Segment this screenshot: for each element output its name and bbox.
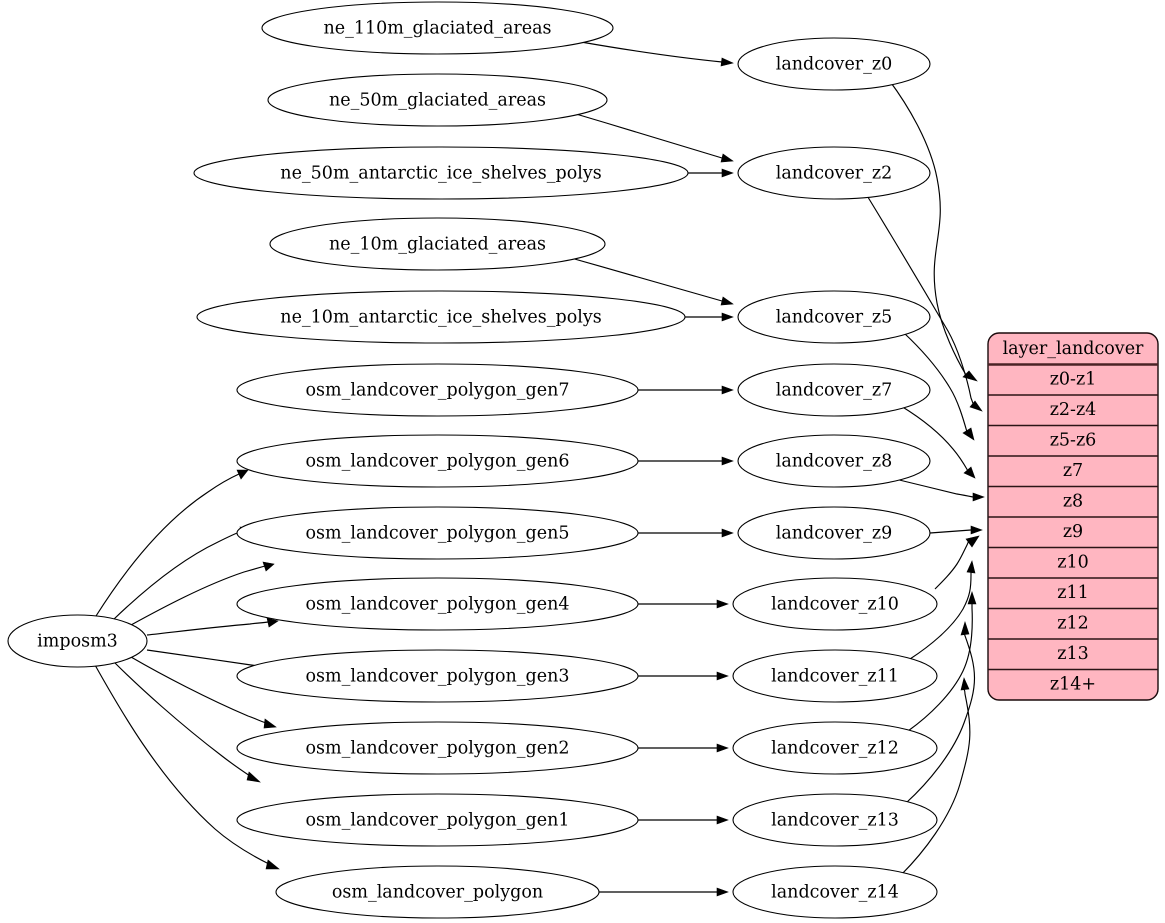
layer-landcover-table[interactable]: layer_landcover z0-z1 z2-z4 z5-z6 z7 z8 … — [987, 332, 1159, 701]
edge-imposm3-to-gen1 — [112, 660, 261, 783]
node-ne-50m-glaciated-areas[interactable]: ne_50m_glaciated_areas — [267, 73, 608, 127]
edge-z5-to-row-z5z6 — [903, 332, 975, 441]
edge-z8-to-row-z8 — [890, 477, 985, 502]
table-row-z13-label: z13 — [1057, 644, 1089, 664]
edge-z9-to-row-z9 — [929, 525, 983, 535]
node-osm-landcover-polygon-gen2[interactable]: osm_landcover_polygon_gen2 — [236, 721, 639, 775]
edge-osm-polygon-to-z14 — [597, 887, 729, 897]
edge-z2-to-row-z2z4 — [862, 188, 983, 412]
node-landcover-z9-label: landcover_z9 — [776, 524, 893, 544]
node-landcover-z10[interactable]: landcover_z10 — [732, 577, 938, 631]
edge-imposm3-to-gen5 — [130, 561, 275, 626]
node-osm-landcover-polygon-gen4[interactable]: osm_landcover_polygon_gen4 — [236, 577, 639, 631]
edge-ne10m-antarctic-to-z5 — [683, 312, 734, 322]
node-ne-10m-glaciated-areas[interactable]: ne_10m_glaciated_areas — [269, 217, 606, 271]
node-osm-landcover-polygon[interactable]: osm_landcover_polygon — [275, 865, 600, 919]
node-landcover-z11-label: landcover_z11 — [771, 667, 899, 687]
node-ne-50m-antarctic-ice-shelves-polys[interactable]: ne_50m_antarctic_ice_shelves_polys — [193, 146, 689, 200]
node-landcover-z8[interactable]: landcover_z8 — [737, 434, 931, 488]
table-row-z0z1-label: z0-z1 — [1050, 370, 1097, 390]
edge-imposm3-to-gen6 — [112, 526, 252, 621]
node-osm-landcover-polygon-gen7-label: osm_landcover_polygon_gen7 — [305, 381, 569, 401]
table-row-z7-label: z7 — [1063, 461, 1083, 481]
node-landcover-z2[interactable]: landcover_z2 — [737, 146, 931, 200]
edge-z7-to-row-z7 — [900, 405, 976, 479]
node-landcover-z12[interactable]: landcover_z12 — [732, 721, 938, 775]
edge-z12-to-row-z12 — [907, 591, 977, 732]
node-osm-landcover-polygon-gen3[interactable]: osm_landcover_polygon_gen3 — [236, 649, 639, 703]
node-osm-landcover-polygon-gen4-label: osm_landcover_polygon_gen4 — [305, 595, 569, 615]
node-landcover-z11[interactable]: landcover_z11 — [732, 649, 938, 703]
node-landcover-z13[interactable]: landcover_z13 — [732, 793, 938, 847]
node-ne-110m-glaciated-areas[interactable]: ne_110m_glaciated_areas — [261, 1, 614, 55]
node-osm-landcover-polygon-gen6-label: osm_landcover_polygon_gen6 — [305, 452, 569, 472]
node-osm-landcover-polygon-gen5[interactable]: osm_landcover_polygon_gen5 — [236, 506, 639, 560]
node-layer: imposm3 ne_110m_glaciated_areas ne_50m_g… — [7, 1, 938, 919]
node-landcover-z13-label: landcover_z13 — [771, 811, 899, 831]
node-landcover-z2-label: landcover_z2 — [776, 164, 893, 184]
node-ne-10m-glaciated-areas-label: ne_10m_glaciated_areas — [329, 235, 546, 255]
node-osm-landcover-polygon-label: osm_landcover_polygon — [332, 883, 543, 903]
node-imposm3[interactable]: imposm3 — [7, 614, 148, 668]
table-row-z8-label: z8 — [1063, 492, 1083, 512]
edge-imposm3-to-gen2 — [130, 656, 277, 729]
table-header-label: layer_landcover — [1003, 339, 1144, 359]
node-osm-landcover-polygon-gen3-label: osm_landcover_polygon_gen3 — [305, 667, 569, 687]
node-ne-10m-antarctic-ice-shelves-polys-label: ne_10m_antarctic_ice_shelves_polys — [280, 308, 601, 328]
node-landcover-z14-label: landcover_z14 — [771, 883, 899, 903]
node-landcover-z5-label: landcover_z5 — [776, 308, 893, 328]
node-osm-landcover-polygon-gen6[interactable]: osm_landcover_polygon_gen6 — [236, 434, 639, 488]
edge-gen2-to-z12 — [636, 743, 729, 753]
node-ne-10m-antarctic-ice-shelves-polys[interactable]: ne_10m_antarctic_ice_shelves_polys — [196, 290, 686, 344]
edge-z13-to-row-z13 — [905, 621, 976, 804]
node-ne-110m-glaciated-areas-label: ne_110m_glaciated_areas — [323, 19, 551, 39]
node-ne-50m-glaciated-areas-label: ne_50m_glaciated_areas — [329, 91, 546, 111]
table-row-z11-label: z11 — [1057, 583, 1089, 603]
edge-ne10m-glaciated-to-z5 — [570, 257, 734, 306]
edge-ne50m-glaciated-to-z2 — [575, 113, 734, 163]
node-osm-landcover-polygon-gen1[interactable]: osm_landcover_polygon_gen1 — [236, 793, 639, 847]
node-osm-landcover-polygon-gen5-label: osm_landcover_polygon_gen5 — [305, 524, 569, 544]
edge-gen3-to-z11 — [636, 671, 729, 681]
node-ne-50m-antarctic-ice-shelves-polys-label: ne_50m_antarctic_ice_shelves_polys — [280, 164, 601, 184]
table-row-z14plus-label: z14+ — [1050, 675, 1096, 695]
edge-z14-to-row-z14plus — [900, 677, 971, 876]
edge-imposm3-to-gen4 — [146, 617, 279, 636]
node-imposm3-label: imposm3 — [37, 632, 118, 652]
edge-gen7-to-z7 — [637, 385, 734, 395]
edge-z11-to-row-z11 — [909, 560, 976, 660]
node-landcover-z9[interactable]: landcover_z9 — [737, 506, 931, 560]
edge-gen4-to-z10 — [637, 599, 729, 609]
node-landcover-z14[interactable]: landcover_z14 — [732, 865, 938, 919]
node-landcover-z5[interactable]: landcover_z5 — [737, 290, 931, 344]
node-landcover-z10-label: landcover_z10 — [771, 595, 899, 615]
edge-gen6-to-z8 — [637, 456, 734, 466]
edge-gen5-to-z9 — [637, 528, 734, 538]
table-row-z10-label: z10 — [1057, 553, 1089, 573]
edge-ne110m-glaciated-to-z0 — [580, 41, 734, 67]
node-landcover-z0-label: landcover_z0 — [776, 55, 893, 75]
table-row-z12-label: z12 — [1057, 614, 1089, 634]
node-landcover-z12-label: landcover_z12 — [771, 739, 899, 759]
edge-z0-to-row-z0z1 — [888, 79, 978, 382]
edge-ne50m-antarctic-to-z2 — [688, 168, 734, 178]
node-landcover-z7-label: landcover_z7 — [776, 381, 893, 401]
node-osm-landcover-polygon-gen1-label: osm_landcover_polygon_gen1 — [305, 811, 569, 831]
edge-gen1-to-z13 — [637, 815, 729, 825]
table-row-z5z6-label: z5-z6 — [1050, 431, 1097, 451]
node-osm-landcover-polygon-gen7[interactable]: osm_landcover_polygon_gen7 — [236, 363, 639, 417]
node-landcover-z8-label: landcover_z8 — [776, 452, 893, 472]
edge-z10-to-row-z10 — [934, 535, 980, 590]
node-landcover-z0[interactable]: landcover_z0 — [737, 37, 931, 91]
table-row-z2z4-label: z2-z4 — [1050, 400, 1097, 420]
node-osm-landcover-polygon-gen2-label: osm_landcover_polygon_gen2 — [305, 739, 569, 759]
node-landcover-z7[interactable]: landcover_z7 — [737, 363, 931, 417]
edge-imposm3-to-osm-landcover-polygon — [94, 664, 280, 870]
edge-imposm3-to-gen7 — [95, 469, 249, 617]
table-row-z9-label: z9 — [1063, 522, 1083, 542]
